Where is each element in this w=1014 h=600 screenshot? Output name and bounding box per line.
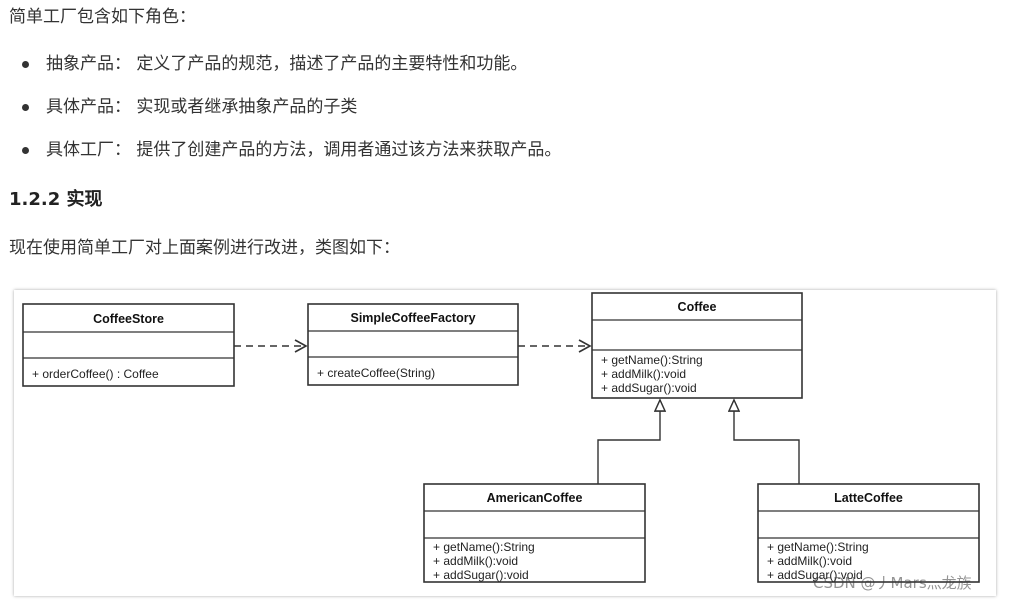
role-desc: 定义了产品的规范，描述了产品的主要特性和功能。 (136, 54, 528, 74)
class-method: + createCoffee(String) (317, 366, 435, 380)
class-diagram-figure: CoffeeStore + orderCoffee() : Coffee Sim… (14, 290, 996, 596)
impl-text: 现在使用简单工厂对上面案例进行改进，类图如下： (9, 238, 400, 258)
class-method: + addSugar():void (767, 568, 863, 582)
class-lattecoffee: LatteCoffee + getName():String + addMilk… (757, 483, 980, 583)
inherit-arrowhead (727, 398, 741, 412)
class-method: + getName():String (767, 540, 869, 554)
class-name: SimpleCoffeeFactory (350, 311, 475, 325)
class-coffeestore: CoffeeStore + orderCoffee() : Coffee (22, 303, 235, 387)
class-method: + addMilk():void (433, 554, 518, 568)
role-label: 具体工厂： (46, 140, 131, 160)
class-name: Coffee (678, 300, 717, 314)
role-desc: 实现或者继承抽象产品的子类 (136, 97, 358, 117)
bullet-icon (22, 61, 29, 68)
class-method: + orderCoffee() : Coffee (32, 367, 159, 381)
inherit-american (597, 400, 660, 484)
intro-text: 简单工厂包含如下角色： (9, 7, 196, 27)
class-coffee: Coffee + getName():String + addMilk():vo… (591, 292, 803, 399)
inherit-arrowhead (653, 398, 667, 412)
class-method: + addSugar():void (601, 381, 697, 395)
class-name: CoffeeStore (93, 312, 164, 326)
inherit-latte (734, 400, 800, 484)
watermark: CSDN @丿Mars灬龙族 (813, 574, 972, 592)
class-diagram: CoffeeStore + orderCoffee() : Coffee Sim… (22, 292, 980, 583)
class-americancoffee: AmericanCoffee + getName():String + addM… (423, 483, 646, 583)
class-name: AmericanCoffee (487, 491, 583, 505)
role-label: 具体产品： (46, 97, 131, 117)
bullet-icon (22, 104, 29, 111)
bullet-icon (22, 147, 29, 154)
class-method: + getName():String (601, 353, 703, 367)
class-method: + getName():String (433, 540, 535, 554)
role-desc: 提供了创建产品的方法，调用者通过该方法来获取产品。 (136, 140, 562, 160)
class-method: + addSugar():void (433, 568, 529, 582)
class-simplecoffeefactory: SimpleCoffeeFactory + createCoffee(Strin… (307, 303, 519, 386)
class-method: + addMilk():void (601, 367, 686, 381)
class-method: + addMilk():void (767, 554, 852, 568)
section-heading: 1.2.2 实现 (9, 189, 103, 210)
class-name: LatteCoffee (834, 491, 903, 505)
role-label: 抽象产品： (46, 54, 131, 74)
